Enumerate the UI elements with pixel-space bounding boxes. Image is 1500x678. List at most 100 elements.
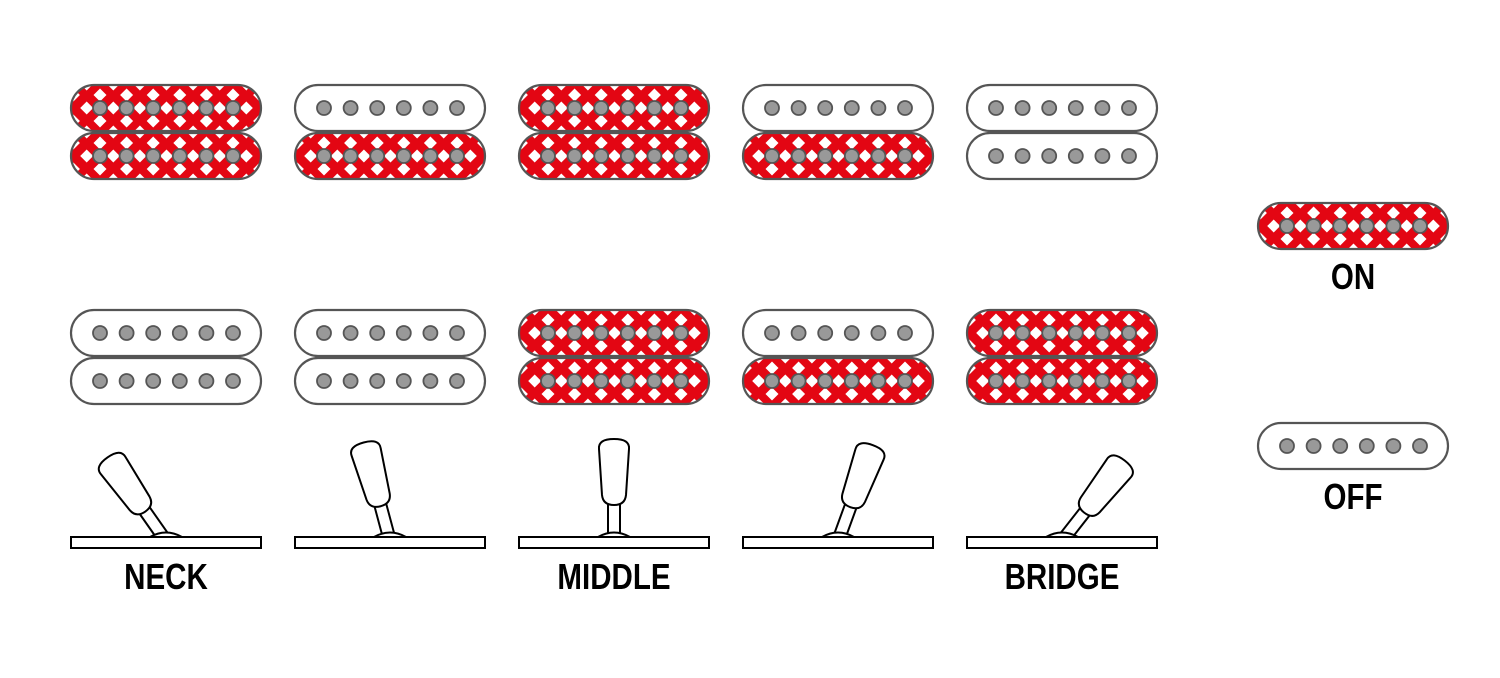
pole-piece	[395, 325, 412, 341]
diamond	[714, 375, 727, 388]
diamond	[674, 114, 688, 128]
switch-lever	[597, 437, 631, 540]
diamond	[952, 362, 965, 375]
diamond	[490, 126, 503, 139]
pole-piece	[988, 325, 1004, 341]
pickup-selector-switch-4	[966, 454, 1158, 549]
diamond	[581, 358, 595, 364]
diamond	[714, 126, 727, 139]
diamond	[133, 149, 147, 163]
diamond	[1095, 313, 1109, 327]
diamond	[581, 173, 595, 179]
pole-piece	[118, 100, 135, 116]
pos4-bottom-humbucker-coil1-on	[965, 308, 1159, 358]
pole-piece	[1014, 100, 1031, 116]
diamond	[1082, 310, 1096, 316]
diamond	[1056, 350, 1069, 356]
diamond	[687, 101, 701, 115]
diamond	[938, 126, 951, 139]
diamond	[674, 313, 688, 327]
diamond	[1162, 375, 1175, 388]
coil-body	[1258, 423, 1448, 469]
pole-piece	[92, 148, 108, 164]
pole-piece	[145, 325, 162, 341]
diamond	[608, 149, 621, 163]
diamond	[160, 125, 173, 131]
diamond	[1002, 398, 1016, 404]
diamond	[410, 133, 424, 139]
pole-piece	[171, 148, 188, 164]
diamond	[1122, 313, 1136, 327]
diamond	[266, 126, 279, 139]
diamond	[186, 173, 200, 179]
pole-piece	[92, 325, 108, 341]
coil-outline	[293, 131, 487, 181]
diamond	[594, 387, 608, 401]
diamond	[554, 149, 568, 163]
diamond	[186, 125, 200, 131]
pole-piece	[1041, 148, 1058, 164]
pole-piece	[646, 100, 663, 116]
diamond	[266, 102, 279, 115]
diamond	[1109, 398, 1123, 404]
switch-pivot	[821, 531, 855, 538]
diamond	[490, 174, 503, 187]
diamond	[581, 310, 595, 316]
pos0-bottom-humbucker-coil2-off	[69, 356, 263, 406]
lever-tip	[597, 437, 631, 507]
diamond-pattern	[71, 85, 279, 131]
diamond	[898, 361, 912, 375]
diamond	[728, 340, 741, 353]
diamond	[106, 125, 120, 131]
diamond	[1002, 358, 1016, 364]
diamond	[621, 136, 635, 150]
diamond	[858, 398, 872, 404]
diamond	[554, 85, 568, 91]
diamond	[1082, 350, 1096, 356]
diamond	[608, 374, 621, 388]
diamond	[634, 398, 648, 404]
diamond	[805, 133, 819, 139]
diamond	[1293, 243, 1307, 249]
diamond	[1320, 219, 1334, 233]
diamond	[714, 399, 727, 412]
pos0-bottom-humbucker-coil1-off	[69, 308, 263, 358]
pole-piece	[673, 100, 689, 116]
diamond	[728, 89, 741, 102]
diamond	[728, 137, 741, 150]
diamond	[634, 133, 648, 139]
coil-outline	[965, 131, 1159, 181]
diamond	[1135, 326, 1149, 340]
pole-piece	[790, 100, 807, 116]
pole-piece	[817, 325, 834, 341]
diamond	[450, 136, 464, 150]
coil-outline	[69, 308, 263, 358]
diamond	[266, 150, 279, 163]
coil-outline	[517, 356, 711, 406]
coil-outline	[741, 131, 935, 181]
diamond	[133, 85, 147, 91]
diamond	[1016, 313, 1030, 327]
diamond	[541, 162, 555, 176]
pole-piece	[646, 325, 663, 341]
diamond	[504, 137, 517, 150]
pole-piece	[92, 100, 108, 116]
pole-piece	[225, 325, 241, 341]
diamond	[805, 173, 819, 179]
diamond	[634, 358, 648, 364]
diamond	[541, 88, 555, 102]
pole-piece	[988, 148, 1004, 164]
diamond	[621, 313, 635, 327]
coil-outline	[69, 356, 263, 406]
pole-piece	[764, 148, 780, 164]
diamond	[674, 339, 688, 353]
diamond	[1293, 203, 1307, 209]
diamond	[463, 149, 477, 163]
diamond	[898, 136, 912, 150]
pole-piece	[566, 325, 583, 341]
diamond	[554, 173, 568, 179]
diamond	[173, 88, 187, 102]
pole-piece	[619, 373, 636, 389]
diamond	[621, 339, 635, 353]
diamond	[541, 114, 555, 128]
